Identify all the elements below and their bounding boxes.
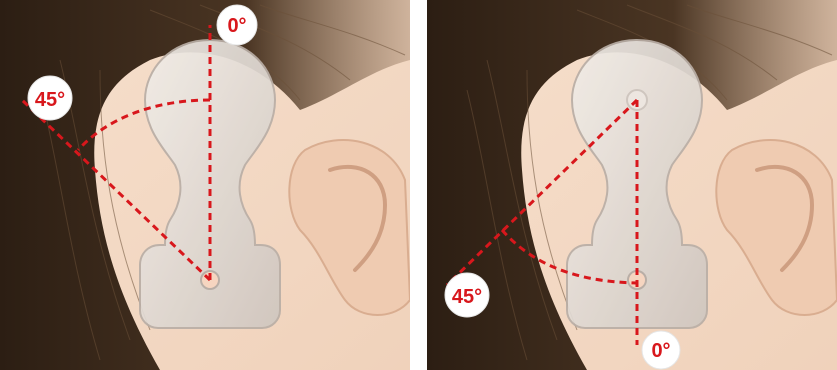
vertical-angle-label: 0° bbox=[651, 340, 670, 362]
angled-angle-label: 45° bbox=[452, 286, 482, 308]
label-badge-0: 0° bbox=[642, 331, 680, 369]
label-badge-45: 45° bbox=[28, 76, 72, 120]
vertical-angle-label: 0° bbox=[227, 15, 246, 37]
angled-angle-label: 45° bbox=[35, 89, 65, 111]
label-badge-45: 45° bbox=[445, 273, 489, 317]
right-placement-panel: 0° 45° bbox=[427, 0, 837, 370]
right-diagram: 0° 45° bbox=[427, 0, 837, 370]
label-badge-0: 0° bbox=[217, 5, 257, 45]
left-diagram: 0° 45° bbox=[0, 0, 410, 370]
left-placement-panel: 0° 45° bbox=[0, 0, 410, 370]
